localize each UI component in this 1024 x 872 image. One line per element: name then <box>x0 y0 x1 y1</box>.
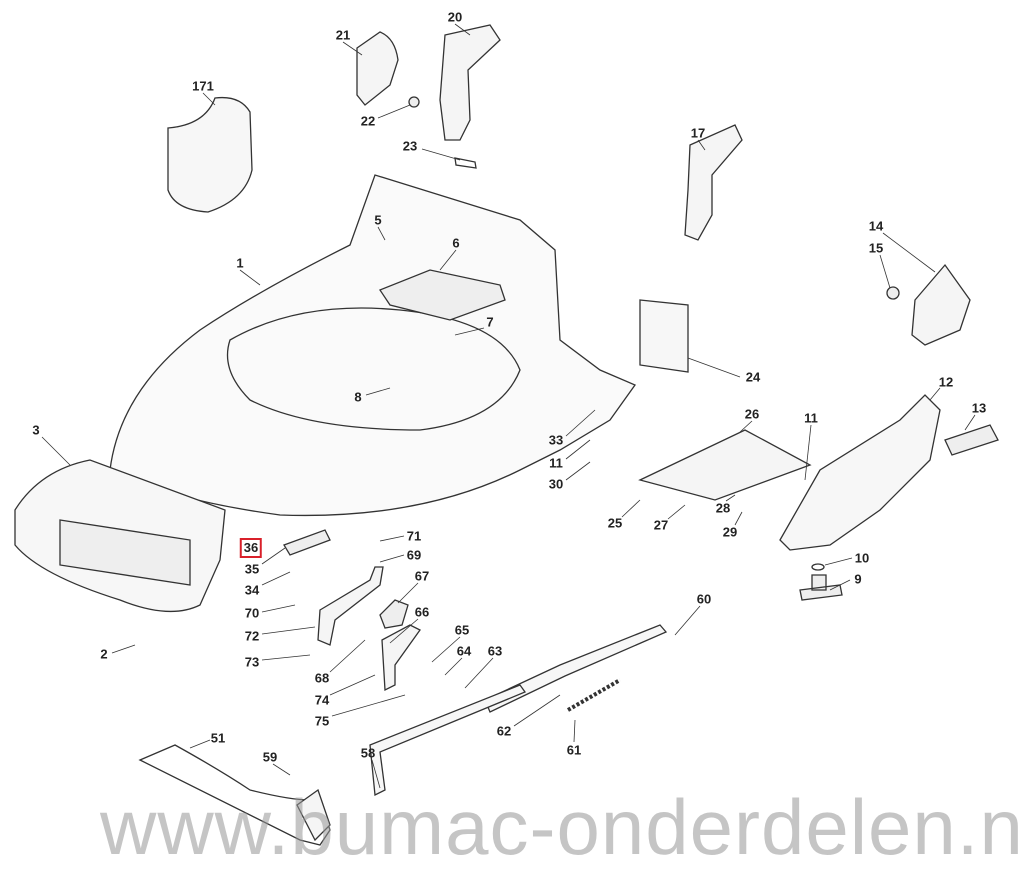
part-20-handle-bracket <box>439 24 501 141</box>
callout-9: 9 <box>854 571 862 587</box>
callout-66: 66 <box>414 604 430 620</box>
part-67-knob <box>379 599 409 629</box>
callout-30: 30 <box>548 476 564 492</box>
callout-171: 171 <box>192 78 214 94</box>
part-69-bracket <box>317 566 384 646</box>
callout-35: 35 <box>244 561 260 577</box>
callout-10: 10 <box>854 550 870 566</box>
part-12-side-cover <box>779 394 941 551</box>
part-21-bracket <box>356 31 399 106</box>
callout-11: 11 <box>804 410 818 426</box>
part-23-bolt <box>454 157 477 169</box>
part-14-cover <box>911 263 971 346</box>
callout-63: 63 <box>487 643 503 659</box>
part-61-spring <box>567 678 621 712</box>
callout-7: 7 <box>486 314 494 330</box>
part-51-bracket <box>296 788 331 842</box>
leader-lines <box>41 23 976 789</box>
front-cover-panel <box>59 519 191 586</box>
callout-8: 8 <box>354 389 362 405</box>
callout-2: 2 <box>100 646 108 662</box>
part-26-plate <box>638 429 812 501</box>
part-24-plate <box>639 299 689 373</box>
callout-11b: 11 <box>549 455 563 471</box>
deck-inner-ring <box>226 307 521 431</box>
part-22-nut <box>408 96 420 108</box>
callout-14: 14 <box>868 218 884 234</box>
callout-33: 33 <box>548 432 564 448</box>
callout-27: 27 <box>653 517 669 533</box>
callout-62: 62 <box>496 723 512 739</box>
callout-60: 60 <box>696 591 712 607</box>
callout-70: 70 <box>244 605 260 621</box>
callout-20: 20 <box>447 9 463 25</box>
callout-3: 3 <box>32 422 40 438</box>
callout-25: 25 <box>607 515 623 531</box>
part-35-plate <box>283 529 331 556</box>
callout-22: 22 <box>360 113 376 129</box>
callout-61: 61 <box>566 742 582 758</box>
callout-64: 64 <box>456 643 472 659</box>
callout-23: 23 <box>402 138 418 154</box>
part-9-wheel-axle <box>799 574 843 601</box>
callout-67: 67 <box>414 568 430 584</box>
part-60-lever <box>484 624 668 713</box>
callout-12: 12 <box>938 374 954 390</box>
callout-68: 68 <box>314 670 330 686</box>
callout-13: 13 <box>971 400 987 416</box>
callout-36-highlighted[interactable]: 36 <box>239 538 263 558</box>
callout-74: 74 <box>314 692 330 708</box>
callout-65: 65 <box>454 622 470 638</box>
part-58-rod <box>369 684 527 797</box>
callout-59: 59 <box>262 749 278 765</box>
callout-21: 21 <box>335 27 351 43</box>
part-17-handle-bracket <box>684 124 743 241</box>
part-10-ring <box>811 563 825 571</box>
part-1-deck <box>109 174 636 517</box>
callout-15: 15 <box>868 240 884 256</box>
part-66-lever <box>381 624 421 692</box>
part-15-nut <box>886 286 900 300</box>
callout-24: 24 <box>745 369 761 385</box>
part-171-cover <box>167 96 253 213</box>
callout-51: 51 <box>210 730 226 746</box>
callout-34: 34 <box>244 582 260 598</box>
callout-73: 73 <box>244 654 260 670</box>
watermark: www.bumac-onderdelen.nl <box>100 783 1024 871</box>
part-13-strip <box>944 424 999 456</box>
callout-17: 17 <box>690 125 706 141</box>
callout-28: 28 <box>715 500 731 516</box>
part-6-cover <box>379 269 506 321</box>
callout-71: 71 <box>406 528 422 544</box>
callout-58: 58 <box>360 745 376 761</box>
callout-26: 26 <box>744 406 760 422</box>
callout-69: 69 <box>406 547 422 563</box>
callout-1: 1 <box>236 255 244 271</box>
callout-72: 72 <box>244 628 260 644</box>
callout-75: 75 <box>314 713 330 729</box>
callout-6: 6 <box>452 235 460 251</box>
callout-5: 5 <box>374 212 382 228</box>
callout-29: 29 <box>722 524 738 540</box>
